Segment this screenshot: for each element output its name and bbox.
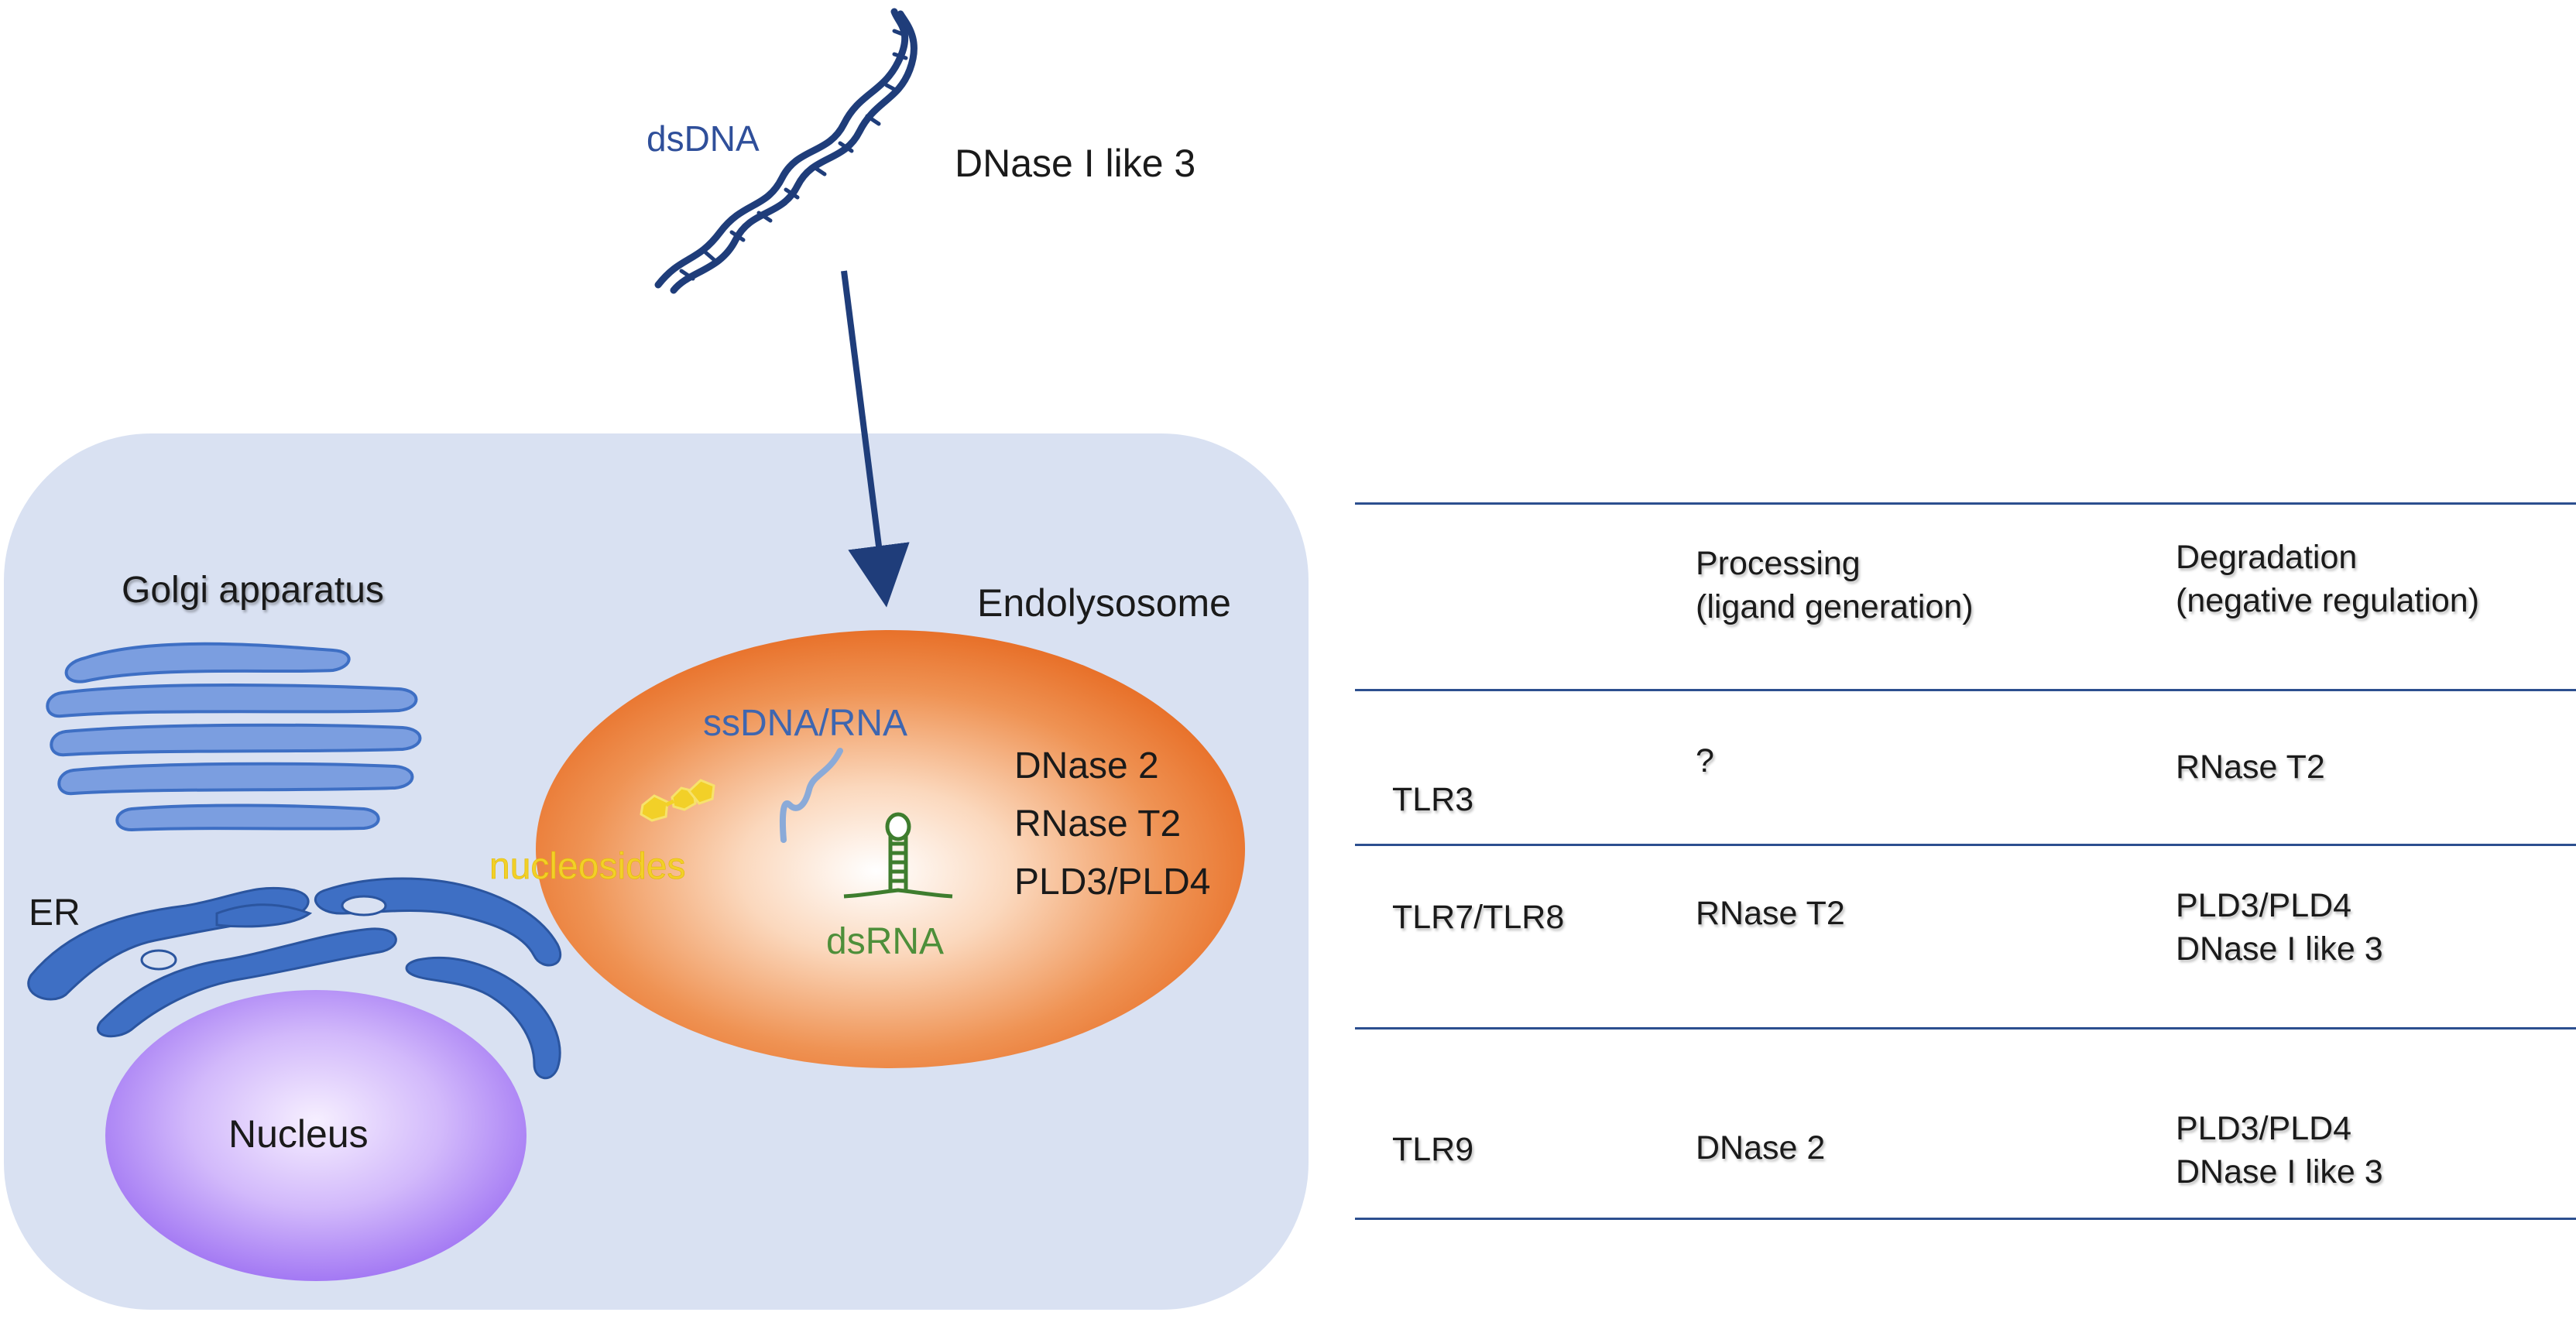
ssdna-rna-label: ssDNA/RNA: [703, 703, 907, 744]
golgi-apparatus-label: Golgi apparatus: [122, 570, 384, 611]
nucleus-label: Nucleus: [228, 1112, 369, 1156]
enzyme-label: RNase T2: [1014, 803, 1181, 845]
dsdna-label: dsDNA: [647, 118, 760, 159]
enzyme-label: DNase 2: [1014, 745, 1159, 786]
nucleus-icon: [105, 990, 527, 1281]
enzyme-label: PLD3/PLD4: [1014, 862, 1210, 903]
endolysosome-label: Endolysosome: [977, 581, 1231, 625]
nucleosides-label: nucleosides: [489, 846, 686, 887]
er-label: ER: [29, 892, 81, 934]
golgi-apparatus-icon: [46, 642, 422, 832]
ssdna-rna-strand-icon: [779, 748, 843, 843]
dsdna-helix-icon: [654, 8, 918, 294]
dsrna-hairpin-icon: [843, 812, 953, 899]
dsrna-label: dsRNA: [826, 921, 944, 962]
uptake-arrow: [841, 270, 910, 608]
nucleosides-molecule-icon: [640, 779, 715, 822]
er-icon: [27, 877, 562, 1080]
dnase-i-like-3-label: DNase I like 3: [955, 142, 1195, 185]
